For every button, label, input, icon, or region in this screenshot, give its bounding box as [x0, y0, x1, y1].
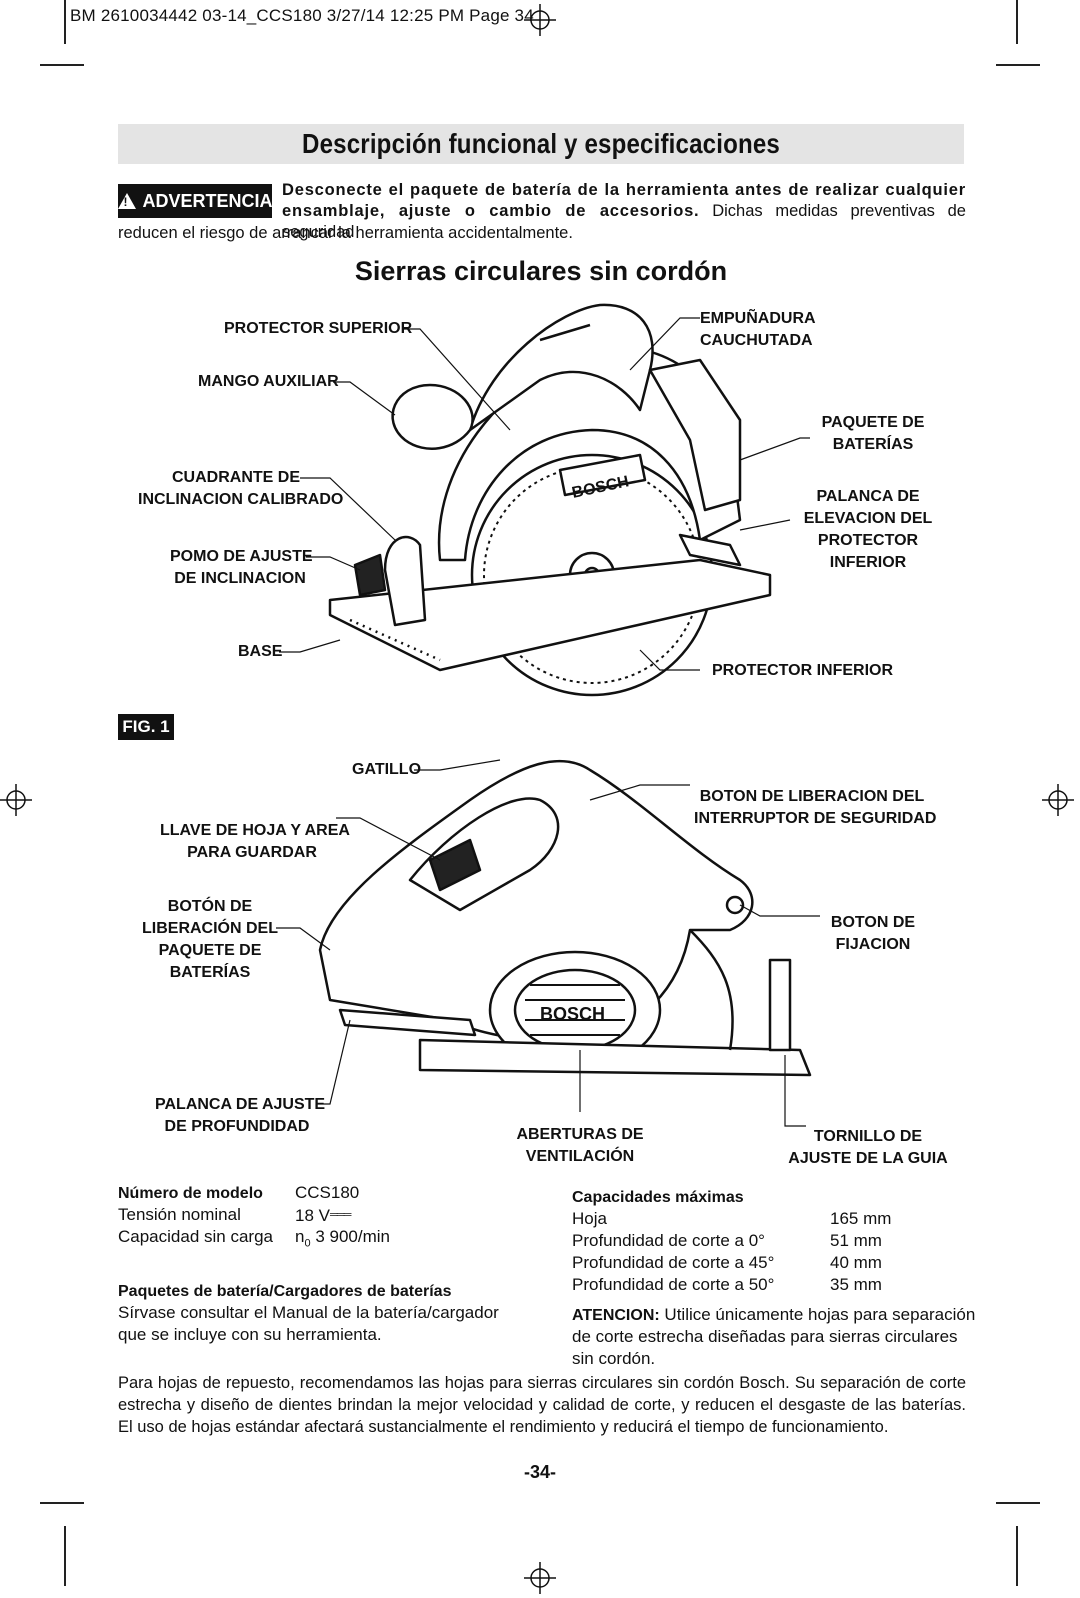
label-fijacion-line2: FIJACION: [835, 936, 911, 953]
label-tornillo-line1: TORNILLO DE: [813, 1128, 923, 1145]
spec-capacity-number: 3 900/min: [315, 1227, 390, 1246]
crop-mark: [40, 1502, 84, 1504]
spec-capacity-n: n: [295, 1227, 305, 1246]
atencion-line3: sin cordón.: [572, 1349, 656, 1368]
atencion-line2: de corte estrecha diseñadas para sierras…: [572, 1327, 958, 1346]
label-gatillo: GATILLO: [352, 761, 422, 778]
label-boton-lib-line4: BATERÍAS: [169, 964, 251, 981]
capacity-row-value: 165 mm: [830, 1209, 892, 1228]
print-header: BM 2610034442 03-14_CCS180 3/27/14 12:25…: [70, 6, 534, 25]
crop-mark: [64, 0, 66, 44]
label-llave-line1: LLAVE DE HOJA Y AREA: [160, 822, 350, 839]
label-tornillo-line2: AJUSTE DE LA GUIA: [788, 1150, 948, 1167]
label-palanca-line4: INFERIOR: [829, 554, 907, 571]
warning-normal-text: Dichas medidas preventivas de seguridad: [282, 202, 966, 241]
label-boton-lib-line1: BOTÓN DE: [167, 898, 253, 915]
dc-symbol-icon: ═══: [329, 1209, 351, 1221]
label-pomo-line1: POMO DE AJUSTE: [170, 548, 313, 565]
label-aberturas-line2: VENTILACIÓN: [525, 1148, 635, 1165]
label-protector-superior: PROTECTOR SUPERIOR: [224, 320, 413, 337]
battery-text-line1: Sírvase consultar el Manual de la baterí…: [118, 1303, 499, 1322]
spec-capacity-sub: 0: [304, 1237, 311, 1250]
label-boton-lib-line3: PAQUETE DE: [158, 942, 262, 959]
registration-target-icon: [1042, 784, 1074, 816]
page-number: -34-: [523, 1462, 556, 1482]
spec-capacity-label: Capacidad sin carga: [118, 1227, 273, 1246]
crop-mark: [996, 1502, 1040, 1504]
label-palanca-prof-line1: PALANCA DE AJUSTE: [155, 1096, 326, 1113]
label-palanca-prof-line2: DE PROFUNDIDAD: [164, 1118, 310, 1135]
figure-badge: FIG. 1: [118, 714, 174, 740]
brand-logo-side: BOSCH: [540, 1004, 605, 1024]
capacity-row-value: 40 mm: [830, 1253, 882, 1272]
spec-voltage-label: Tensión nominal: [118, 1205, 241, 1224]
battery-heading-text: Paquetes de batería/Cargadores de baterí…: [118, 1283, 452, 1300]
label-llave-line2: PARA GUARDAR: [187, 844, 317, 861]
label-cuadrante-line1: CUADRANTE DE: [172, 469, 300, 486]
capacity-row-label: Profundidad de corte a 50°: [572, 1275, 775, 1294]
subtitle: Sierras circulares sin cordón: [354, 256, 728, 286]
capacity-row-value: 35 mm: [830, 1275, 882, 1294]
label-interruptor-line1: BOTON DE LIBERACION DEL: [699, 788, 925, 805]
battery-heading: Paquetes de batería/Cargadores de baterí…: [118, 1280, 451, 1303]
spec-voltage-number: 18 V: [295, 1206, 330, 1225]
label-empunadura-line2: CAUCHUTADA: [700, 332, 813, 349]
label-mango-auxiliar: MANGO AUXILIAR: [198, 373, 339, 390]
label-boton-lib-line2: LIBERACIÓN DEL: [142, 920, 278, 937]
warning-badge: ADVERTENCIA: [117, 184, 273, 218]
crop-mark: [64, 1526, 66, 1586]
capacities-heading-text: Capacidades máximas: [572, 1189, 744, 1206]
label-aberturas-line1: ABERTURAS DE: [516, 1126, 644, 1143]
warning-text: Desconecte el paquete de batería de la h…: [282, 180, 966, 243]
atencion-line1: ATENCION: Utilice únicamente hojas para …: [572, 1304, 975, 1327]
spec-capacity-value: n0 3 900/min: [295, 1226, 390, 1254]
spec-model-label-text: Número de modelo: [118, 1185, 263, 1202]
capacity-row-label: Profundidad de corte a 45°: [572, 1253, 775, 1272]
rubber-grip: [468, 303, 654, 432]
capacity-row-label: Hoja: [572, 1209, 607, 1228]
label-base: BASE: [238, 643, 283, 660]
warning-bold-text: Desconecte el paquete de batería de la h…: [282, 181, 966, 220]
registration-target-icon: [524, 4, 556, 36]
label-paquete-line2: BATERÍAS: [832, 436, 914, 453]
warning-text-end: reducen el riesgo de arrancar la herrami…: [118, 224, 573, 242]
section-title-bar: Descripción funcional y especificaciones: [118, 124, 964, 164]
label-empunadura-line1: EMPUÑADURA: [700, 310, 816, 327]
spec-model-label: Número de modelo: [118, 1182, 263, 1205]
capacity-row-value: 51 mm: [830, 1231, 882, 1250]
battery-pack: [648, 358, 742, 512]
crop-mark: [1016, 1526, 1018, 1586]
spec-voltage-value: 18 V═══: [295, 1204, 351, 1227]
label-pomo-line2: DE INCLINACION: [174, 570, 306, 587]
label-palanca-line2: ELEVACION DEL: [803, 510, 933, 527]
atencion-label: ATENCION:: [572, 1307, 660, 1324]
replacement-blades-paragraph: Para hojas de repuesto, recomendamos las…: [118, 1374, 966, 1436]
registration-target-icon: [524, 1562, 556, 1594]
aux-handle: [391, 383, 474, 450]
registration-target-icon: [0, 784, 32, 816]
label-fijacion-line1: BOTON DE: [830, 914, 916, 931]
battery-text-line2: que se incluye con su herramienta.: [118, 1325, 382, 1344]
label-palanca-line1: PALANCA DE: [816, 488, 920, 505]
capacity-row-label: Profundidad de corte a 0°: [572, 1231, 765, 1250]
capacities-heading: Capacidades máximas: [572, 1186, 744, 1209]
label-protector-inferior: PROTECTOR INFERIOR: [712, 662, 894, 679]
side-base: [418, 1038, 812, 1077]
label-paquete-line1: PAQUETE DE: [821, 414, 925, 431]
section-title: Descripción funcional y especificaciones: [302, 128, 780, 159]
label-interruptor-line2: INTERRUPTOR DE SEGURIDAD: [694, 810, 937, 827]
spec-model-value: CCS180: [295, 1183, 360, 1202]
label-cuadrante-line2: INCLINACION CALIBRADO: [138, 491, 344, 508]
crop-mark: [996, 64, 1040, 66]
label-palanca-line3: PROTECTOR: [817, 532, 919, 549]
warning-triangle-icon: [117, 193, 136, 209]
crop-mark: [1016, 0, 1018, 44]
crop-mark: [40, 64, 84, 66]
atencion-text: Utilice únicamente hojas para separación: [659, 1305, 976, 1324]
base-plate: [328, 558, 772, 672]
warning-badge-label: ADVERTENCIA: [142, 190, 273, 211]
